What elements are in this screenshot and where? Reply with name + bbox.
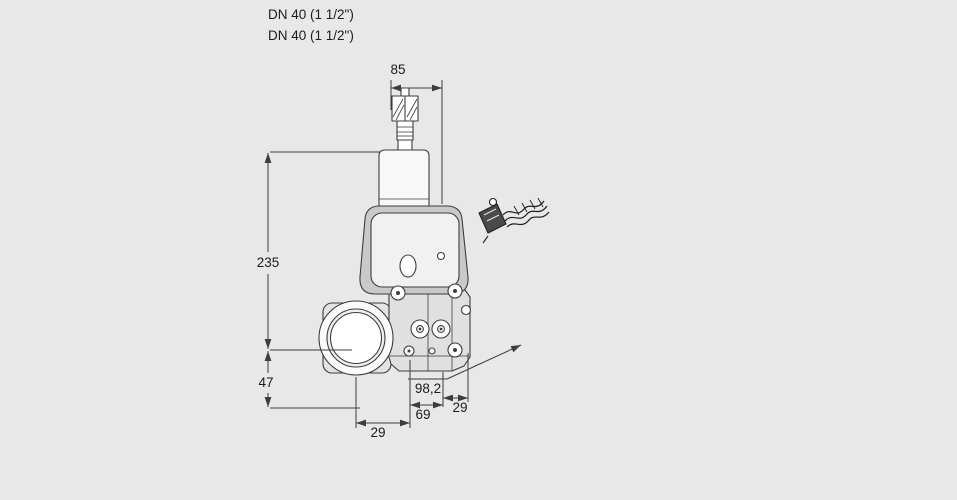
dim-98-2-label: 98,2 <box>415 381 441 396</box>
dimension-85 <box>390 80 443 204</box>
dim-235-label: 235 <box>257 255 280 270</box>
dimension-47 <box>264 351 360 409</box>
spindle-neck <box>396 120 414 141</box>
adjustment-cap <box>391 87 419 122</box>
dim-85-label: 85 <box>390 62 405 77</box>
dimension-29-right <box>442 353 469 407</box>
dim-29-left-label: 29 <box>370 425 385 440</box>
valve-assembly-drawing <box>318 87 550 376</box>
dim-29-right-label: 29 <box>452 400 467 415</box>
cable-wires <box>502 197 550 228</box>
actuator-cylinder <box>378 149 430 207</box>
pipe-flange <box>318 300 394 376</box>
housing-port-detail <box>399 254 417 278</box>
dimension-98-2 <box>408 344 522 380</box>
dim-69-label: 69 <box>415 407 430 422</box>
dn-size-label-bottom: DN 40 (1 1/2") <box>268 28 354 43</box>
dimension-235 <box>264 151 380 351</box>
bolt-details <box>390 283 472 358</box>
dimension-69 <box>409 360 443 428</box>
dn-size-label-top: DN 40 (1 1/2") <box>268 7 354 22</box>
solenoid-connector-drawing <box>478 197 550 244</box>
dim-47-label: 47 <box>258 375 273 390</box>
dimension-29-left <box>355 377 410 428</box>
